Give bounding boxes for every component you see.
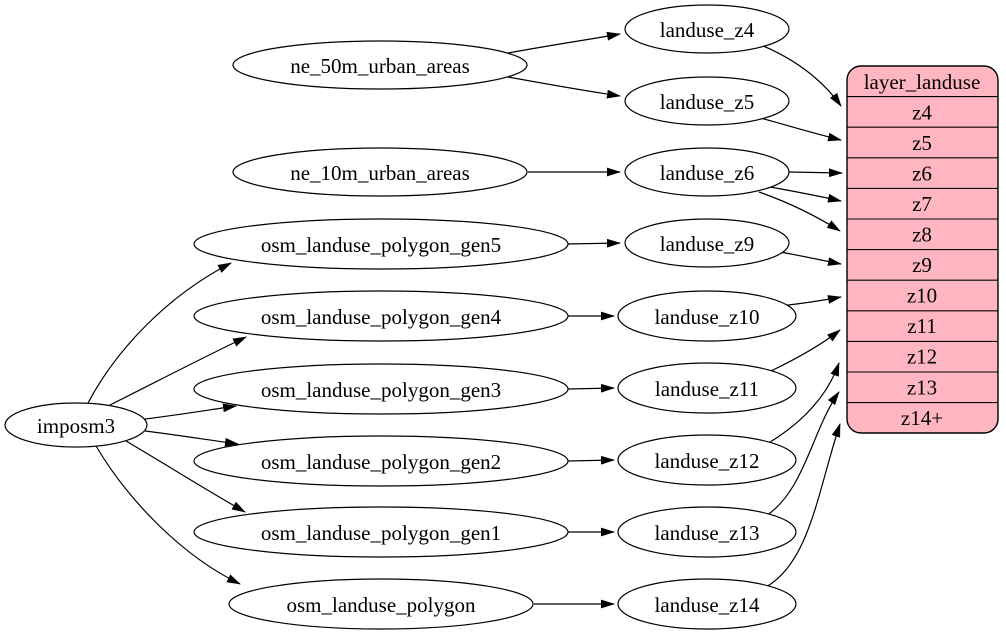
node-landuse_z5: landuse_z5 [624,76,790,126]
node-landuse_z12-shape [617,434,797,486]
node-osm_landuse_polygon_gen3-label: osm_landuse_polygon_gen3 [261,378,501,402]
node-landuse_z13-shape [617,506,797,558]
node-osm_landuse_polygon: osm_landuse_polygon [228,578,534,630]
node-osm_landuse_polygon_gen2-label: osm_landuse_polygon_gen2 [261,450,501,474]
node-osm_landuse_polygon_gen4-shape [193,290,569,342]
node-osm_landuse_polygon_gen1-label: osm_landuse_polygon_gen1 [261,521,501,545]
node-osm_landuse_polygon_gen5: osm_landuse_polygon_gen5 [193,218,569,270]
edge-ne_50m_urban_areas-to-landuse_z5 [507,76,621,99]
node-osm_landuse_polygon_gen1: osm_landuse_polygon_gen1 [193,506,569,558]
table-row-z14plus: z14+ [901,406,943,430]
edge-layer [87,31,843,609]
edge-landuse_z6-to-row-z8 [758,191,841,232]
node-osm_landuse_polygon_gen2-shape [193,435,569,487]
node-ne_50m_urban_areas: ne_50m_urban_areas [232,40,528,90]
node-landuse_z10-shape [617,290,797,342]
node-imposm3-label: imposm3 [37,414,115,438]
edge-landuse_z6-to-row-z6 [788,168,843,178]
node-landuse_z11-shape [617,362,797,414]
node-landuse_z9-shape [624,218,790,268]
node-osm_landuse_polygon_gen1-shape [193,506,569,558]
node-osm_landuse_polygon_gen4-label: osm_landuse_polygon_gen4 [261,305,502,329]
edge-landuse_z14-to-row-z14plus [765,423,841,588]
layer_landuse-table-separators [847,96,998,404]
edge-osm_landuse_polygon_gen5-to-landuse_z9 [567,238,621,248]
node-landuse_z13-label: landuse_z13 [655,521,760,545]
node-landuse_z14-label: landuse_z14 [655,593,760,617]
node-landuse_z9: landuse_z9 [624,218,790,268]
node-osm_landuse_polygon_gen4: osm_landuse_polygon_gen4 [193,290,569,342]
node-osm_landuse_polygon-label: osm_landuse_polygon [287,593,476,617]
node-osm_landuse_polygon_gen5-shape [193,218,569,270]
node-landuse_z9-label: landuse_z9 [660,232,754,256]
edge-imposm3-to-osm_landuse_polygon_gen5 [87,262,232,404]
layer_landuse-table-title: layer_landuse [864,70,981,94]
node-osm_landuse_polygon_gen5-label: osm_landuse_polygon_gen5 [261,233,501,257]
node-landuse_z10: landuse_z10 [617,290,797,342]
node-landuse_z4-label: landuse_z4 [660,18,755,42]
node-landuse_z4: landuse_z4 [624,4,790,54]
table-row-z6: z6 [912,162,932,186]
node-landuse_z14: landuse_z14 [617,578,797,630]
table-row-z4: z4 [912,101,932,125]
table-row-z12: z12 [907,345,937,369]
node-ne_10m_urban_areas-shape [232,147,528,197]
node-landuse_z10-label: landuse_z10 [655,305,760,329]
node-landuse_z11: landuse_z11 [617,362,797,414]
node-imposm3-shape [4,402,148,448]
edge-landuse_z10-to-row-z10 [779,295,842,307]
node-landuse_z13: landuse_z13 [617,506,797,558]
node-landuse_z6-shape [624,147,790,197]
node-ne_50m_urban_areas-shape [232,40,528,90]
node-osm_landuse_polygon_gen3-shape [193,363,569,415]
node-landuse_z6: landuse_z6 [624,147,790,197]
node-osm_landuse_polygon_gen3: osm_landuse_polygon_gen3 [193,363,569,415]
node-landuse_z6-label: landuse_z6 [660,161,754,185]
edge-imposm3-to-osm_landuse_polygon_gen2 [144,430,239,447]
edge-landuse_z6-to-row-z7 [769,186,842,203]
node-landuse_z12-label: landuse_z12 [655,449,760,473]
table-row-z8: z8 [912,223,932,247]
table-row-z9: z9 [912,253,932,277]
node-layer: imposm3 ne_50m_urban_areas ne_10m_urban_… [4,4,797,630]
edge-osm_landuse_polygon_gen3-to-landuse_z11 [567,383,615,393]
edge-landuse_z13-to-row-z13 [765,391,840,517]
node-landuse_z12: landuse_z12 [617,434,797,486]
edge-landuse_z12-to-row-z12 [766,362,840,445]
table-row-z7: z7 [912,192,932,216]
table-row-z5: z5 [912,131,932,155]
node-landuse_z5-shape [624,76,790,126]
edge-landuse_z5-to-row-z5 [756,116,842,142]
edge-landuse_z9-to-row-z9 [779,251,842,266]
edge-imposm3-to-osm_landuse_polygon [95,445,241,585]
table-row-z13: z13 [907,376,937,400]
node-osm_landuse_polygon-shape [228,578,534,630]
edge-osm_landuse_polygon_gen2-to-landuse_z12 [567,455,615,465]
edge-imposm3-to-osm_landuse_polygon_gen3 [144,403,237,420]
node-landuse_z11-label: landuse_z11 [655,377,759,401]
node-ne_10m_urban_areas: ne_10m_urban_areas [232,147,528,197]
table-row-z10: z10 [907,284,937,308]
edge-landuse_z11-to-row-z11 [770,329,841,372]
node-osm_landuse_polygon_gen2: osm_landuse_polygon_gen2 [193,435,569,487]
node-ne_50m_urban_areas-label: ne_50m_urban_areas [290,54,470,78]
node-layer_landuse-table: layer_landuse z4 z5 z6 z7 z8 z9 z10 z11 … [846,65,999,434]
node-ne_10m_urban_areas-label: ne_10m_urban_areas [290,161,470,185]
node-landuse_z14-shape [617,578,797,630]
table-row-z11: z11 [907,314,937,338]
edge-landuse_z4-to-row-z4 [760,44,842,107]
node-landuse_z5-label: landuse_z5 [660,90,754,114]
node-landuse_z4-shape [624,4,790,54]
edge-ne_50m_urban_areas-to-landuse_z4 [507,31,621,54]
edge-imposm3-to-osm_landuse_polygon_gen4 [109,336,247,406]
node-imposm3: imposm3 [4,402,148,448]
edge-imposm3-to-osm_landuse_polygon_gen1 [125,440,246,513]
